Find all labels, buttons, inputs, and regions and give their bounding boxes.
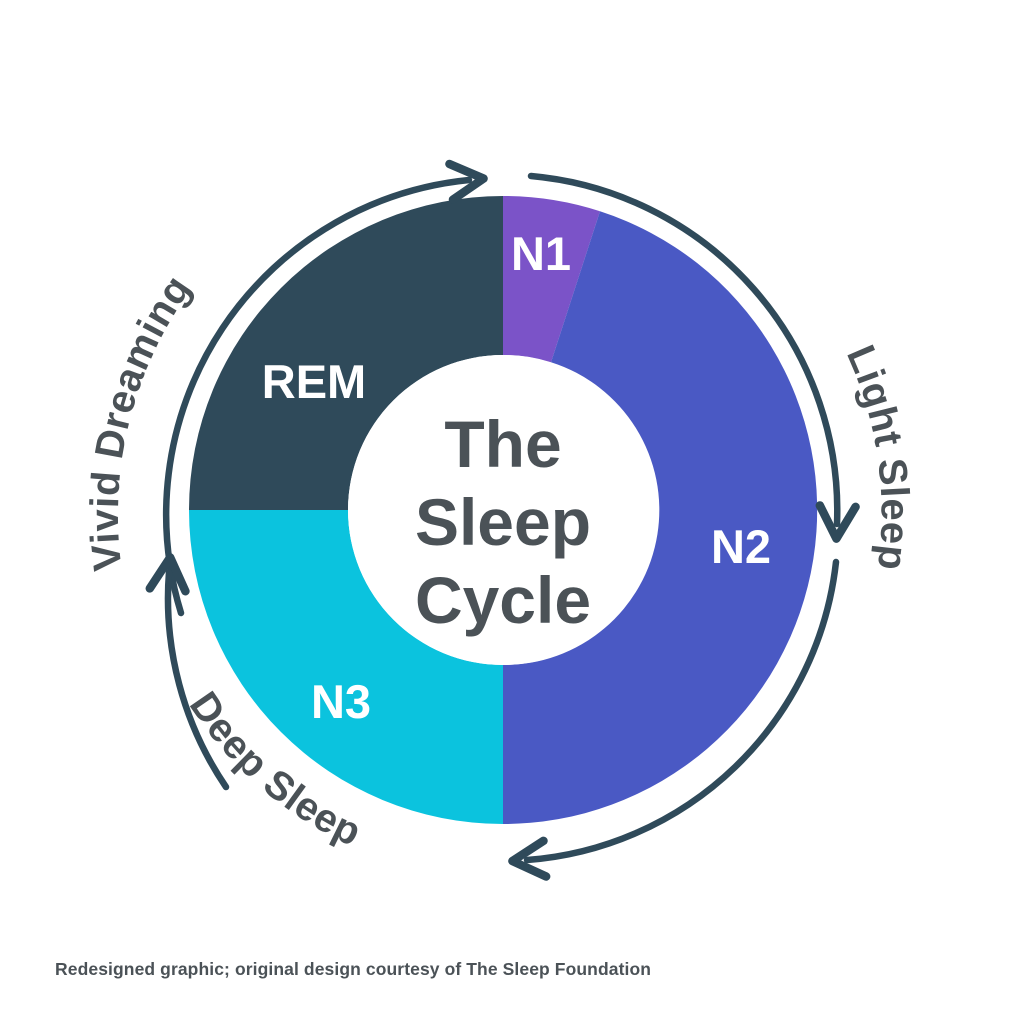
center-title: The Sleep Cycle (415, 407, 591, 637)
slice-n3[interactable] (189, 510, 503, 824)
ring-label-light-sleep-text: Light Sleep (838, 339, 916, 573)
slice-label-rem: REM (262, 355, 366, 408)
slice-rem[interactable] (189, 196, 503, 510)
slice-label-n2: N2 (711, 520, 771, 573)
donut-slices (189, 195, 818, 825)
center-title-line-1: The (444, 407, 561, 481)
center-title-line-3: Cycle (415, 563, 591, 637)
arrow-arc-vivid-dreaming (163, 159, 488, 617)
ring-label-light-sleep: Light Sleep (838, 339, 917, 573)
center-hole (348, 355, 658, 665)
center-title-line-2: Sleep (415, 485, 591, 559)
arrow-arc-bottom (508, 558, 840, 881)
source-caption: Redesigned graphic; original design cour… (55, 959, 652, 979)
arrow-arc-deep-sleep (145, 553, 230, 791)
slice-label-n3: N3 (311, 675, 371, 728)
slice-n1[interactable] (503, 195, 600, 363)
slice-n2[interactable] (503, 211, 818, 825)
arrow-arc-light-sleep (527, 172, 860, 543)
cycle-direction-arrows (145, 159, 860, 881)
slice-label-n1: N1 (511, 227, 571, 280)
